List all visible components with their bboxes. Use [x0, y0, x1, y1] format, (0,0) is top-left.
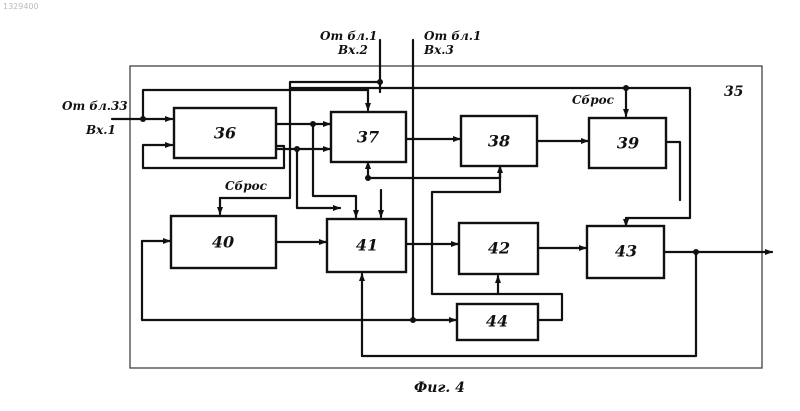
- input-1-source: От бл.33: [62, 99, 128, 113]
- svg-text:40: 40: [212, 233, 234, 252]
- input-3-label: Вх.3: [423, 43, 454, 57]
- input-2-source: От бл.1: [320, 29, 377, 43]
- svg-text:41: 41: [356, 236, 378, 255]
- block-39: 39: [589, 118, 666, 168]
- svg-text:39: 39: [617, 134, 639, 153]
- svg-text:36: 36: [214, 124, 236, 143]
- block-44: 44: [457, 304, 538, 340]
- svg-text:44: 44: [486, 312, 508, 331]
- reset-label-top: Сброс: [572, 93, 615, 107]
- block-42: 42: [459, 223, 538, 274]
- block-41: 41: [327, 219, 406, 272]
- input-1-label: Вх.1: [85, 123, 116, 137]
- block-43: 43: [587, 226, 664, 278]
- input-2-label: Вх.2: [337, 43, 368, 57]
- connection-wires: [112, 40, 772, 356]
- input-3-source: От бл.1: [424, 29, 481, 43]
- block-40: 40: [171, 216, 276, 268]
- reset-label-left: Сброс: [225, 179, 268, 193]
- svg-text:37: 37: [357, 128, 379, 147]
- svg-text:42: 42: [488, 239, 510, 258]
- svg-text:43: 43: [615, 242, 637, 261]
- figure-caption: Фиг. 4: [414, 380, 465, 396]
- frame-label: 35: [724, 84, 743, 100]
- svg-text:38: 38: [488, 132, 510, 151]
- scan-number: 1329400: [3, 2, 39, 11]
- block-36: 36: [174, 108, 276, 158]
- block-37: 37: [331, 112, 406, 162]
- block-38: 38: [461, 116, 537, 166]
